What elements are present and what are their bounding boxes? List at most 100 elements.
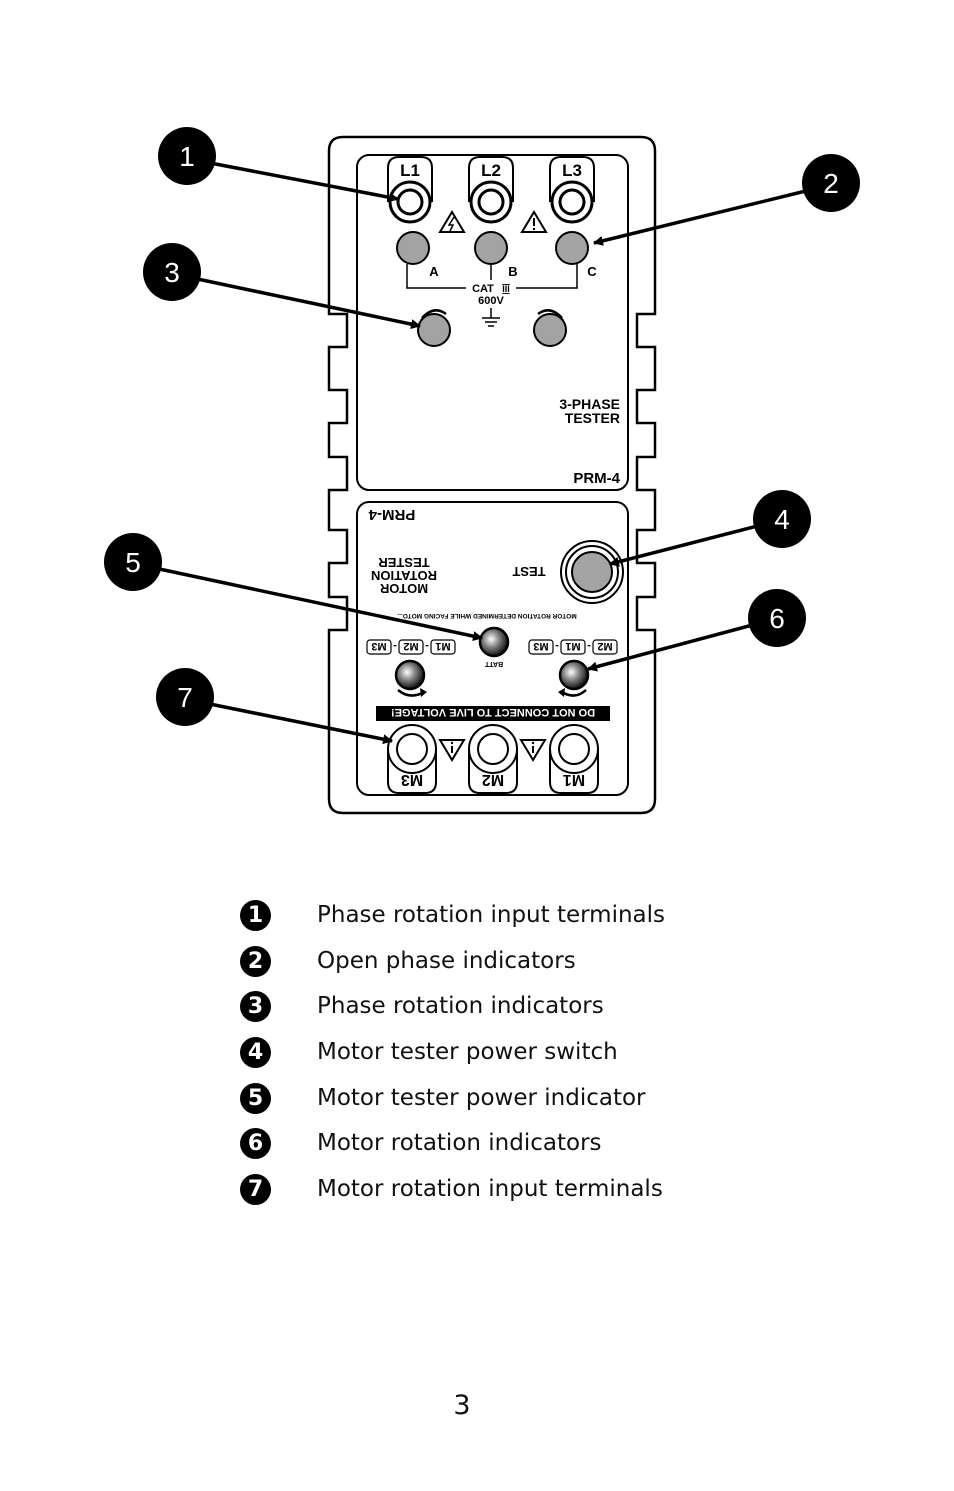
legend-item: 3 Phase rotation indicators — [240, 991, 760, 1037]
terminal-m3[interactable] — [387, 724, 437, 794]
legend-number: 3 — [240, 991, 271, 1023]
callout-line-1 — [204, 160, 399, 203]
terminal-m1[interactable] — [549, 724, 599, 794]
svg-text:-: - — [587, 640, 591, 652]
svg-text:3: 3 — [164, 257, 180, 288]
page-number: 3 — [453, 1390, 471, 1421]
legend-text: Motor rotation indicators — [317, 1130, 602, 1157]
terminal-l3[interactable] — [549, 156, 595, 224]
caution-warning-icon-bottom-right — [519, 739, 547, 762]
tester-diagram: L1 L2 L3 A B C CAT III 600V 3-PHASE TEST… — [104, 127, 860, 815]
motor-rotation-indicator-left — [394, 659, 426, 691]
seq-right-2: M1 — [565, 640, 580, 652]
phase-rotation-indicator-right — [533, 313, 567, 347]
legend-number: 5 — [240, 1082, 271, 1114]
callout-line-5 — [149, 565, 483, 642]
voltage-rating: 600V — [478, 295, 504, 307]
callout-line-4 — [609, 522, 766, 567]
caution-warning-icon-bottom-left — [438, 739, 466, 762]
phase-letter-a: A — [429, 264, 439, 279]
legend-item: 7 Motor rotation input terminals — [240, 1174, 760, 1220]
svg-text:2: 2 — [823, 168, 839, 199]
phase-letter-b: B — [508, 264, 517, 279]
ground-icon — [482, 308, 500, 327]
callout-2: 2 — [802, 154, 860, 212]
legend-item: 6 Motor rotation indicators — [240, 1128, 760, 1174]
terminal-label-m1: M1 — [563, 771, 585, 788]
svg-text:4: 4 — [774, 504, 790, 535]
legend-text: Open phase indicators — [317, 947, 576, 974]
motor-label-line3: TESTER — [378, 555, 430, 570]
legend-item: 1 Phase rotation input terminals — [240, 900, 760, 946]
terminal-label-l2: L2 — [481, 161, 501, 180]
seq-right-3: M3 — [533, 640, 548, 652]
svg-text:-: - — [393, 640, 397, 652]
seq-right-1: M2 — [597, 640, 612, 652]
svg-text:7: 7 — [177, 682, 193, 713]
terminal-label-l1: L1 — [400, 161, 420, 180]
legend-number: 2 — [240, 945, 271, 977]
batt-label: BATT — [484, 660, 503, 667]
seq-left-3: M3 — [371, 640, 386, 652]
sequence-left: M1 - M2 - M3 — [366, 639, 456, 655]
svg-text:6: 6 — [769, 603, 785, 634]
callout-line-3 — [187, 275, 421, 330]
seq-left-2: M2 — [403, 640, 418, 652]
legend-text: Motor tester power switch — [317, 1039, 618, 1066]
terminal-label-m3: M3 — [401, 771, 423, 788]
legend-number: 7 — [240, 1174, 271, 1206]
legend-item: 5 Motor tester power indicator — [240, 1082, 760, 1129]
callout-line-2 — [593, 186, 819, 246]
svg-text:1: 1 — [179, 141, 195, 172]
open-phase-indicator-a — [396, 231, 430, 265]
svg-text:-: - — [555, 640, 559, 652]
callout-line-6 — [587, 621, 761, 672]
open-phase-indicator-b — [474, 231, 508, 265]
terminal-l2[interactable] — [468, 156, 514, 224]
test-label: TEST — [512, 564, 545, 579]
legend-text: Motor rotation input terminals — [317, 1176, 663, 1203]
motor-rotation-indicator-right — [558, 659, 590, 691]
open-phase-indicator-c — [555, 231, 589, 265]
model-label: PRM-4 — [573, 470, 620, 487]
motor-label-line1: MOTOR — [379, 581, 428, 596]
phase-letter-c: C — [587, 264, 597, 279]
motor-label-line2: ROTATION — [371, 568, 437, 583]
warning-banner — [376, 706, 610, 721]
legend-item: 2 Open phase indicators — [240, 945, 760, 992]
legend-list: 1 Phase rotation input terminals 2 Open … — [240, 900, 760, 1220]
svg-text:-: - — [425, 640, 429, 652]
legend-item: 4 Motor tester power switch — [240, 1037, 760, 1083]
terminal-label-m2: M2 — [482, 771, 504, 788]
fine-print: MOTOR ROTATION DETERMINED WHILE FACING M… — [397, 612, 577, 619]
callout-6: 6 — [748, 589, 806, 647]
callout-1: 1 — [158, 127, 216, 185]
callout-line-7 — [199, 700, 393, 745]
high-voltage-warning-icon — [438, 210, 466, 233]
callout-5: 5 — [104, 533, 162, 591]
terminal-label-l3: L3 — [562, 161, 582, 180]
callout-7: 7 — [156, 668, 214, 726]
power-indicator-led — [478, 626, 510, 658]
cat-roman: III — [502, 284, 510, 294]
legend-number: 4 — [240, 1037, 271, 1069]
test-button[interactable] — [560, 540, 624, 604]
product-name-line1: 3-PHASE — [559, 396, 620, 412]
product-name-line2: TESTER — [565, 410, 620, 426]
sequence-right: M2 - M1 - M3 — [528, 639, 618, 655]
legend-text: Phase rotation indicators — [317, 993, 604, 1020]
seq-left-1: M1 — [435, 640, 450, 652]
terminal-m2[interactable] — [468, 724, 518, 794]
phase-rotation-indicator-left — [417, 313, 451, 347]
terminal-l1[interactable] — [387, 156, 433, 224]
legend-number: 1 — [240, 900, 271, 931]
cat-label: CAT — [472, 283, 494, 295]
model-label-inverted: PRM-4 — [368, 506, 415, 523]
legend-text: Phase rotation input terminals — [317, 902, 666, 928]
legend-number: 6 — [240, 1128, 271, 1160]
phase-bracket — [406, 264, 578, 289]
caution-warning-icon — [520, 210, 548, 233]
legend-text: Motor tester power indicator — [317, 1084, 646, 1111]
callout-3: 3 — [143, 243, 201, 301]
warning-text: DO NOT CONNECT TO LIVE VOLTAGE! — [391, 706, 595, 718]
